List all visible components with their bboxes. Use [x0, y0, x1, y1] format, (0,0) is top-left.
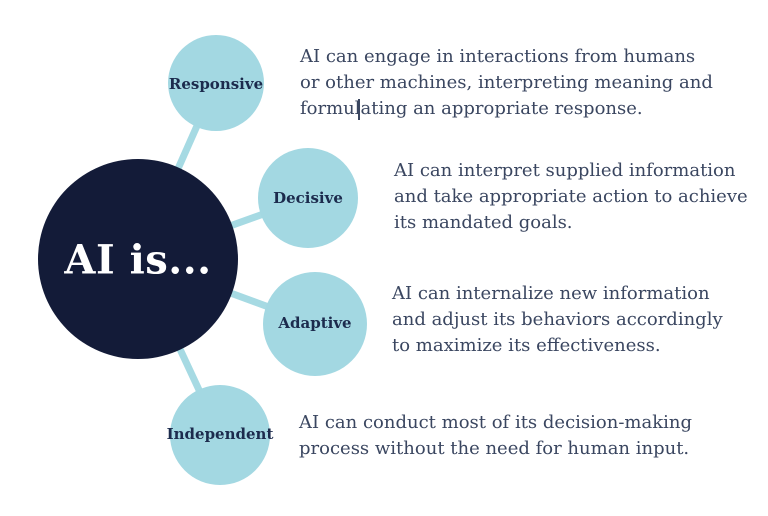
description-line: AI can conduct most of its decision-maki… — [299, 412, 692, 433]
node-circle-independent — [170, 385, 270, 485]
node-label-responsive: Responsive — [168, 75, 264, 93]
description-line: AI can engage in interactions from human… — [300, 46, 696, 67]
description-line: or other machines, interpreting meaning … — [300, 72, 713, 93]
branch-description-responsive: AI can engage in interactions from human… — [300, 44, 713, 122]
description-line: its mandated goals. — [394, 212, 573, 233]
node-circle-decisive — [258, 148, 358, 248]
branch-description-decisive: AI can interpret supplied information an… — [394, 158, 748, 236]
description-line: to maximize its effectiveness. — [392, 335, 661, 356]
description-line: process without the need for human input… — [299, 438, 690, 459]
node-circle-adaptive — [263, 272, 367, 376]
description-line: AI can interpret supplied information — [394, 160, 736, 181]
node-circle-responsive — [168, 35, 264, 131]
description-line: and take appropriate action to achieve — [394, 186, 748, 207]
center-node-title: AI is... — [64, 236, 212, 284]
center-node-circle — [38, 159, 238, 359]
node-label-decisive: Decisive — [273, 189, 343, 207]
node-label-adaptive: Adaptive — [278, 314, 352, 332]
branch-description-independent: AI can conduct most of its decision-maki… — [299, 410, 692, 462]
branch-description-adaptive: AI can internalize new information and a… — [392, 281, 723, 359]
description-line: AI can internalize new information — [392, 283, 710, 304]
description-line: formulating an appropriate response. — [300, 98, 643, 119]
description-line: and adjust its behaviors accordingly — [392, 309, 723, 330]
node-label-independent: Independent — [166, 425, 274, 443]
text-cursor-artifact — [358, 99, 360, 120]
